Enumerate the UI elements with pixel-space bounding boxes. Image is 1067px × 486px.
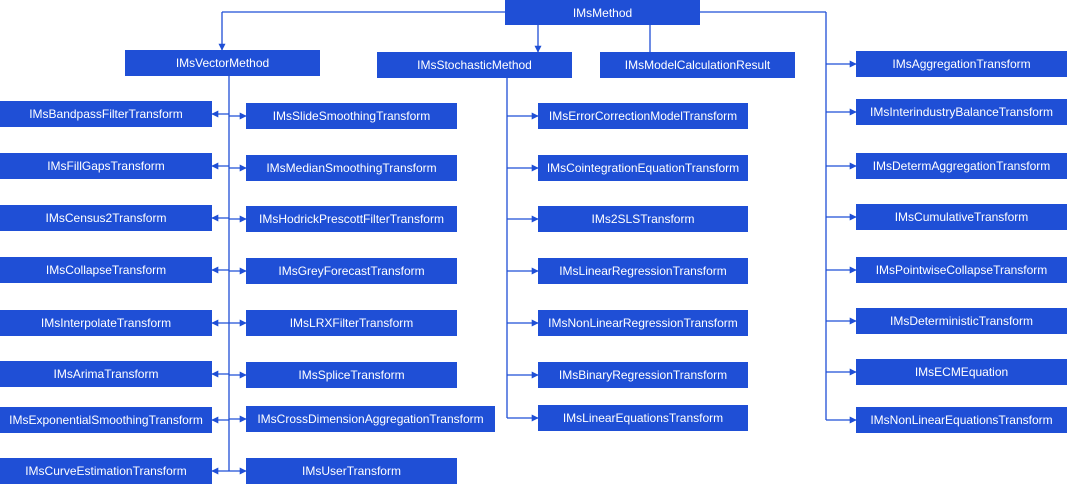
node-vector-left-6[interactable]: IMsExponentialSmoothingTransform: [0, 407, 212, 433]
node-vector-left-0[interactable]: IMsBandpassFilterTransform: [0, 101, 212, 127]
node-stochastic-1[interactable]: IMsCointegrationEquationTransform: [538, 155, 748, 181]
node-direct-6[interactable]: IMsECMEquation: [856, 359, 1067, 385]
node-vector-right-0[interactable]: IMsSlideSmoothingTransform: [246, 103, 457, 129]
node-vector-left-2[interactable]: IMsCensus2Transform: [0, 205, 212, 231]
node-model-calculation-result[interactable]: IMsModelCalculationResult: [600, 52, 795, 78]
node-stochastic-2[interactable]: IMs2SLSTransform: [538, 206, 748, 232]
node-direct-5[interactable]: IMsDeterministicTransform: [856, 308, 1067, 334]
node-vector-right-4[interactable]: IMsLRXFilterTransform: [246, 310, 457, 336]
node-vector-left-7[interactable]: IMsCurveEstimationTransform: [0, 458, 212, 484]
node-stochastic-method[interactable]: IMsStochasticMethod: [377, 52, 572, 78]
node-direct-4[interactable]: IMsPointwiseCollapseTransform: [856, 257, 1067, 283]
node-stochastic-5[interactable]: IMsBinaryRegressionTransform: [538, 362, 748, 388]
node-stochastic-6[interactable]: IMsLinearEquationsTransform: [538, 405, 748, 431]
node-vector-right-2[interactable]: IMsHodrickPrescottFilterTransform: [246, 206, 457, 232]
node-vector-left-1[interactable]: IMsFillGapsTransform: [0, 153, 212, 179]
node-direct-0[interactable]: IMsAggregationTransform: [856, 51, 1067, 77]
node-vector-left-5[interactable]: IMsArimaTransform: [0, 361, 212, 387]
node-vector-method[interactable]: IMsVectorMethod: [125, 50, 320, 76]
node-vector-right-5[interactable]: IMsSpliceTransform: [246, 362, 457, 388]
node-vector-right-6[interactable]: IMsCrossDimensionAggregationTransform: [246, 406, 495, 432]
node-root[interactable]: IMsMethod: [505, 0, 700, 25]
node-direct-2[interactable]: IMsDetermAggregationTransform: [856, 153, 1067, 179]
node-direct-3[interactable]: IMsCumulativeTransform: [856, 204, 1067, 230]
node-stochastic-0[interactable]: IMsErrorCorrectionModelTransform: [538, 103, 748, 129]
node-vector-right-3[interactable]: IMsGreyForecastTransform: [246, 258, 457, 284]
node-vector-right-7[interactable]: IMsUserTransform: [246, 458, 457, 484]
node-vector-left-4[interactable]: IMsInterpolateTransform: [0, 310, 212, 336]
node-vector-left-3[interactable]: IMsCollapseTransform: [0, 257, 212, 283]
node-direct-1[interactable]: IMsInterindustryBalanceTransform: [856, 99, 1067, 125]
node-direct-7[interactable]: IMsNonLinearEquationsTransform: [856, 407, 1067, 433]
node-vector-right-1[interactable]: IMsMedianSmoothingTransform: [246, 155, 457, 181]
node-stochastic-3[interactable]: IMsLinearRegressionTransform: [538, 258, 748, 284]
node-stochastic-4[interactable]: IMsNonLinearRegressionTransform: [538, 310, 748, 336]
